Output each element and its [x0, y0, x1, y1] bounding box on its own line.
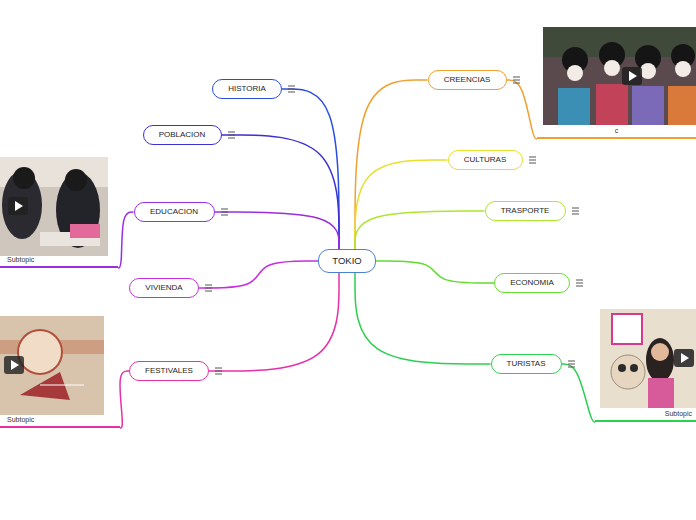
topic-box: TRASPORTE: [485, 201, 566, 221]
subtopic-card: Subtopic: [0, 314, 120, 428]
topic-label: TOKIO: [332, 255, 361, 266]
caption-text: Subtopic: [7, 416, 34, 423]
subtopic-card: Subtopic: [0, 155, 118, 268]
menu-icon-bar: [221, 212, 228, 213]
menu-icon-bar: [288, 89, 295, 90]
menu-icon-bar: [228, 135, 235, 136]
menu-icon: [221, 208, 228, 216]
menu-icon-bar: [572, 211, 579, 212]
menu-icon-bar: [228, 138, 235, 139]
menu-icon-bar: [215, 368, 222, 369]
menu-icon-bar: [572, 208, 579, 209]
menu-icon: [576, 279, 583, 287]
menu-icon: [205, 284, 212, 292]
topic-box: CREENCIAS: [428, 70, 507, 90]
menu-icon-bar: [568, 361, 575, 362]
topic-label: CREENCIAS: [444, 75, 491, 85]
branch-connector: [222, 135, 340, 249]
branch-connector: [355, 273, 491, 364]
menu-icon-bar: [576, 286, 583, 287]
menu-icon-bar: [221, 209, 228, 210]
branch-connector: [215, 212, 340, 249]
menu-icon-bar: [205, 285, 212, 286]
menu-icon-bar: [568, 364, 575, 365]
topic-label: HISTORIA: [228, 84, 266, 94]
menu-icon: [513, 76, 520, 84]
menu-icon-bar: [215, 374, 222, 375]
topic-label: VIVIENDA: [145, 283, 182, 293]
menu-icon-bar: [221, 215, 228, 216]
video-thumbnail: [0, 157, 108, 256]
video-thumbnail: [543, 27, 696, 125]
topic-box: HISTORIA: [212, 79, 282, 99]
branch-connector: [118, 212, 134, 268]
menu-icon-bar: [205, 291, 212, 292]
caption-text: c: [615, 127, 619, 134]
topic-box: TURISTAS: [491, 354, 562, 374]
central-topic: TOKIO: [318, 249, 376, 273]
menu-icon: [568, 360, 575, 368]
menu-icon-bar: [205, 288, 212, 289]
menu-icon-bar: [568, 367, 575, 368]
menu-icon-bar: [529, 160, 536, 161]
topic-label: CULTURAS: [464, 155, 507, 165]
topic-label: ECONOMIA: [510, 278, 554, 288]
topic-box: ECONOMIA: [494, 273, 570, 293]
topic-box: POBLACION: [143, 125, 222, 145]
menu-icon: [215, 367, 222, 375]
topic-label: POBLACION: [159, 130, 206, 140]
branch-connector: [120, 371, 129, 428]
topic-box: FESTIVALES: [129, 361, 209, 381]
branch-connector: [355, 211, 485, 249]
menu-icon-bar: [529, 163, 536, 164]
branch-connector: [199, 261, 318, 288]
topic-label: TRASPORTE: [501, 206, 550, 216]
branch-connector: [209, 273, 339, 371]
menu-icon-bar: [288, 86, 295, 87]
menu-icon-bar: [576, 280, 583, 281]
menu-icon: [572, 207, 579, 215]
menu-icon-bar: [513, 83, 520, 84]
menu-icon-bar: [572, 214, 579, 215]
branch-connector: [376, 261, 494, 283]
topic-box: CULTURAS: [448, 150, 523, 170]
topic-label: TURISTAS: [507, 359, 546, 369]
menu-icon-bar: [288, 92, 295, 93]
caption-text: Subtopic: [665, 410, 692, 417]
topic-box: EDUCACION: [134, 202, 215, 222]
menu-icon-bar: [529, 157, 536, 158]
branch-connector: [562, 364, 596, 422]
topic-label: EDUCACION: [150, 207, 198, 217]
menu-icon-bar: [576, 283, 583, 284]
menu-icon-bar: [513, 77, 520, 78]
caption-text: Subtopic: [7, 256, 34, 263]
menu-icon: [288, 85, 295, 93]
branch-connector: [507, 80, 538, 139]
menu-icon-bar: [513, 80, 520, 81]
subtopic-card: Subtopic: [595, 307, 696, 422]
branch-connector: [355, 160, 448, 249]
video-thumbnail: [0, 316, 104, 415]
menu-icon-bar: [228, 132, 235, 133]
menu-icon: [529, 156, 536, 164]
topic-label: FESTIVALES: [145, 366, 193, 376]
menu-icon: [228, 131, 235, 139]
subtopic-card: c: [537, 25, 696, 139]
topic-box: VIVIENDA: [129, 278, 199, 298]
menu-icon-bar: [215, 371, 222, 372]
video-thumbnail: [600, 309, 696, 408]
